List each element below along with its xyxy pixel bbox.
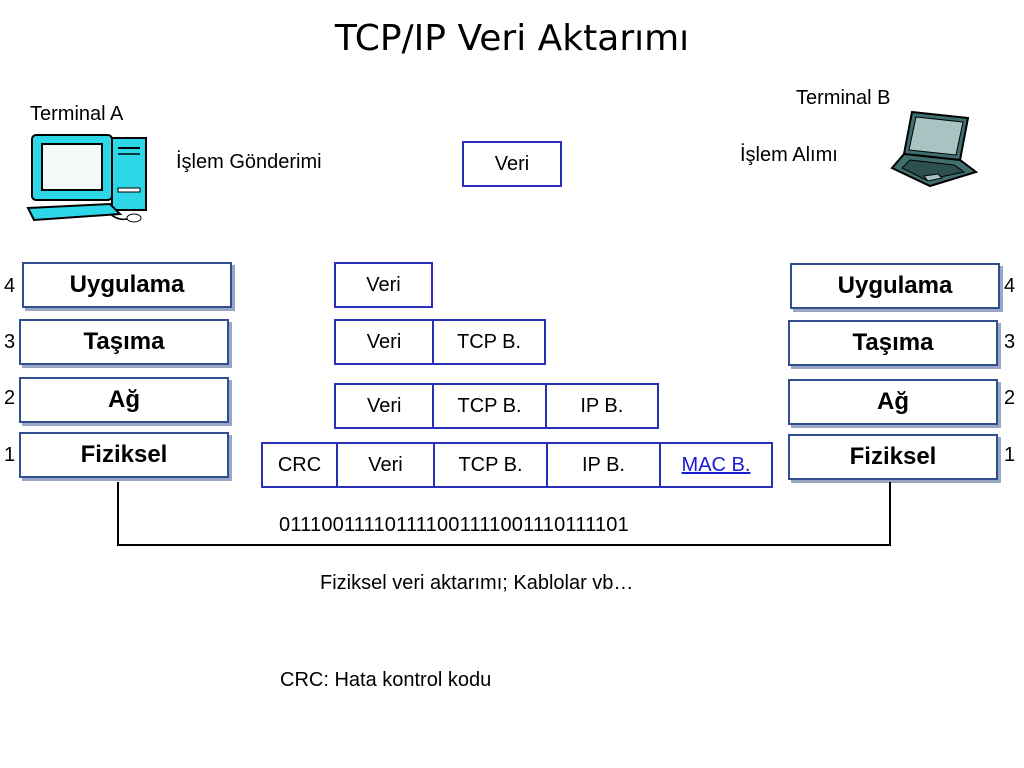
- packet-layer-4: Veri: [334, 262, 433, 308]
- packet-mac-header-cell[interactable]: MAC B.: [659, 444, 771, 486]
- right-layer-transport: Taşıma: [788, 320, 998, 366]
- packet-layer-1: CRC Veri TCP B. IP B. MAC B.: [261, 442, 773, 488]
- layer-number: 1: [4, 444, 16, 466]
- right-layer-physical: Fiziksel: [788, 434, 998, 480]
- page-title: TCP/IP Veri Aktarımı: [334, 18, 690, 59]
- layer-number: 4: [4, 275, 16, 297]
- right-layer-network: Ağ: [788, 379, 998, 425]
- packet-data-cell: Veri: [366, 394, 402, 417]
- wire-horizontal: [117, 544, 891, 546]
- packet-tcp-header-cell: TCP B.: [432, 385, 544, 427]
- layer-number: 4: [1004, 275, 1016, 297]
- layer-number: 2: [4, 387, 16, 409]
- physical-caption: Fiziksel veri aktarımı; Kablolar vb…: [320, 572, 634, 594]
- laptop-icon: [890, 108, 980, 190]
- packet-tcp-header-cell: TCP B.: [433, 444, 546, 486]
- left-layer-network: Ağ: [19, 377, 229, 423]
- layer-number: 3: [4, 331, 16, 353]
- packet-data-cell: Veri: [366, 330, 402, 353]
- top-data-box: Veri: [462, 141, 562, 187]
- wire-right-vertical: [889, 482, 891, 546]
- right-layer-application: Uygulama: [790, 263, 1000, 309]
- terminal-b-action: İşlem Alımı: [740, 144, 838, 166]
- wire-left-vertical: [117, 482, 119, 546]
- packet-data-cell: Veri: [336, 444, 433, 486]
- packet-ip-header-cell: IP B.: [546, 444, 659, 486]
- bit-stream: 011100111101111001111001110111101: [279, 514, 629, 536]
- layer-number: 1: [1004, 444, 1016, 466]
- packet-ip-header-cell: IP B.: [544, 385, 657, 427]
- top-data-label: Veri: [494, 152, 530, 175]
- terminal-a-action: İşlem Gönderimi: [176, 151, 322, 173]
- layer-number: 3: [1004, 331, 1016, 353]
- crc-note: CRC: Hata kontrol kodu: [280, 669, 492, 691]
- packet-layer-3: Veri TCP B.: [334, 319, 546, 365]
- packet-tcp-header-cell: TCP B.: [432, 321, 544, 363]
- left-layer-application: Uygulama: [22, 262, 232, 308]
- desktop-computer-icon: [24, 130, 154, 225]
- left-layer-transport: Taşıma: [19, 319, 229, 365]
- left-layer-physical: Fiziksel: [19, 432, 229, 478]
- packet-data-cell: Veri: [366, 273, 401, 296]
- layer-number: 2: [1004, 387, 1016, 409]
- packet-crc-cell: CRC: [277, 453, 322, 476]
- packet-layer-2: Veri TCP B. IP B.: [334, 383, 659, 429]
- mac-header-link[interactable]: MAC B.: [681, 453, 751, 476]
- terminal-b-label: Terminal B: [796, 87, 891, 109]
- terminal-a-label: Terminal A: [30, 103, 124, 125]
